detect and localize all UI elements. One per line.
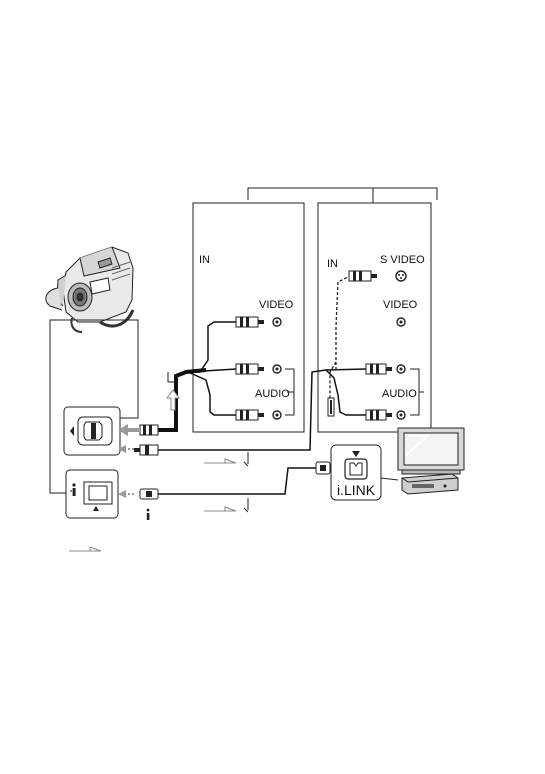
right-audio-label: AUDIO	[382, 388, 417, 400]
left-in-label: IN	[199, 254, 210, 266]
signal-flow-arrow-icon	[204, 459, 236, 463]
television-icon	[398, 428, 464, 474]
cable-callout-line	[244, 498, 248, 512]
av-out-jack-icon	[64, 407, 120, 455]
signal-flow-arrow-icon	[204, 507, 236, 511]
right-audio-l-jack	[397, 365, 405, 373]
signal-direction-arrows	[118, 424, 140, 498]
device-group-bracket	[248, 188, 437, 203]
left-audio-r-jack	[273, 411, 281, 419]
dv-jack-icon	[66, 470, 118, 518]
right-video-label: VIDEO	[383, 299, 418, 311]
right-svideo-jack	[396, 271, 406, 281]
ilink-jack-box: i.LINK	[331, 445, 381, 500]
right-svideo-label: S VIDEO	[380, 254, 425, 266]
left-video-jack	[273, 318, 281, 326]
legend-signal-flow-arrow-icon	[69, 547, 101, 551]
ilink-label: i.LINK	[337, 482, 376, 498]
right-in-label: IN	[327, 258, 338, 270]
left-audio-l-jack	[273, 365, 281, 373]
right-video-jack	[397, 318, 405, 326]
right-device-panel: IN S VIDEO VIDEO AUDIO	[318, 203, 431, 432]
right-audio-r-jack	[397, 411, 405, 419]
ilink-cable-symbol-icon	[147, 509, 150, 520]
left-video-label: VIDEO	[259, 299, 294, 311]
camcorder-icon	[46, 247, 133, 332]
vcr-icon	[381, 474, 458, 494]
left-audio-label: AUDIO	[255, 388, 290, 400]
av-plug-2	[134, 445, 158, 455]
cable-callout-line	[244, 452, 248, 466]
